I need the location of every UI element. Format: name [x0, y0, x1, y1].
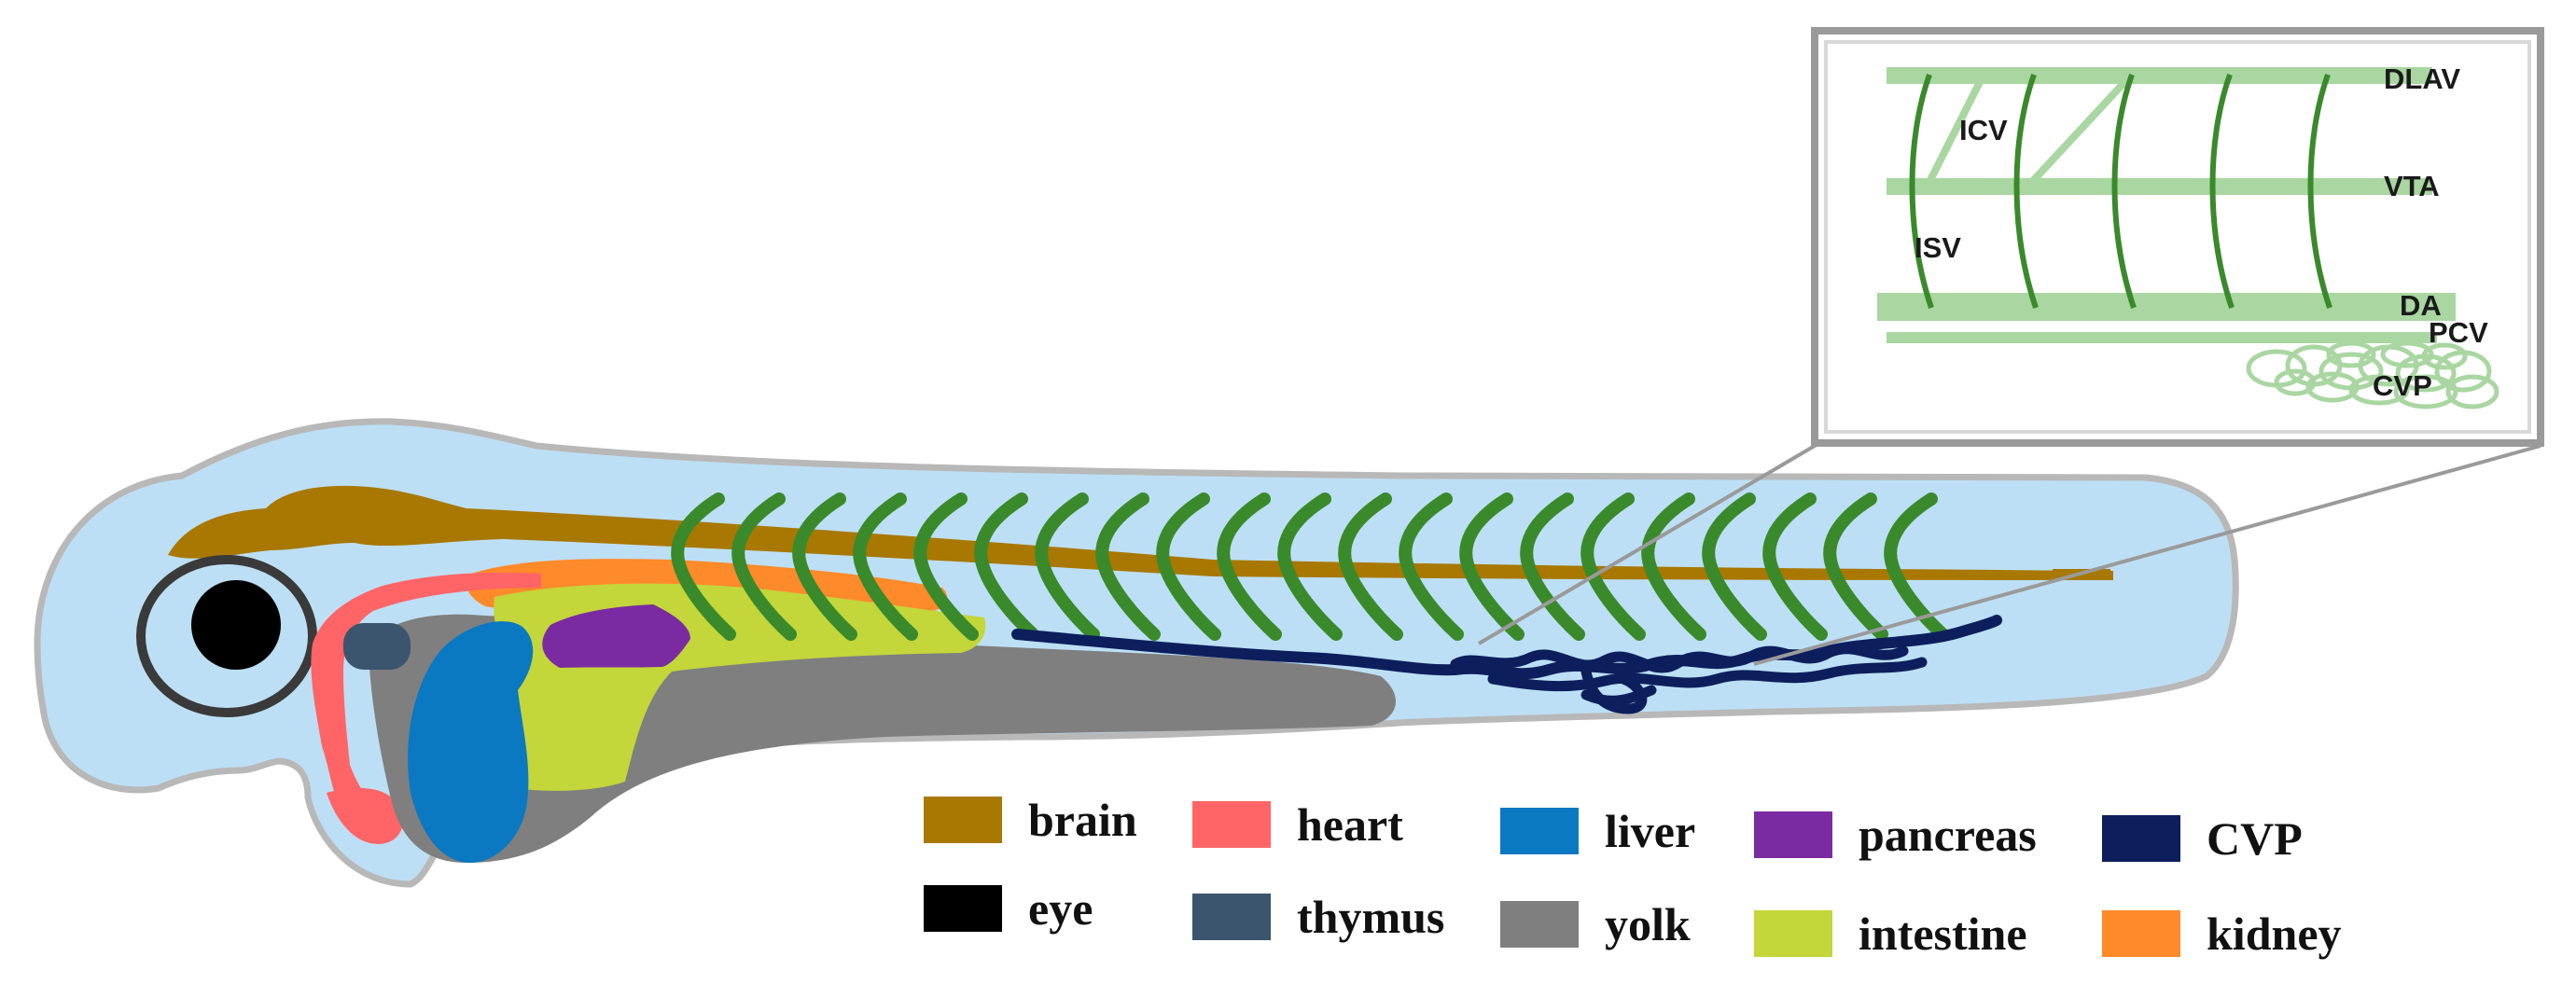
- caudal-vein: [1011, 615, 2002, 680]
- cvp-plexus: [1450, 644, 1928, 714]
- inset-cvp-loop: [2445, 374, 2499, 409]
- inset-isv-vessels: [1909, 73, 2332, 309]
- liver: [408, 621, 534, 863]
- isv-chevron: [731, 492, 797, 641]
- isv-chevron: [1520, 492, 1585, 641]
- intersegmental-vessels: [671, 492, 1949, 641]
- brain: [168, 485, 2113, 580]
- pcv-vessel: [1887, 332, 2437, 343]
- inset-isv: [2209, 73, 2235, 309]
- inset-cvp-loop: [2421, 342, 2468, 370]
- label-vta: VTA: [2384, 170, 2440, 202]
- isv-chevron: [1641, 492, 1706, 641]
- isv-chevron: [1580, 492, 1646, 641]
- label-isv: ISV: [1915, 231, 1961, 264]
- label-cvp: CVP: [2373, 369, 2432, 402]
- inset-leader-line: [1753, 444, 2541, 666]
- inset-cvp-loop: [2274, 368, 2317, 396]
- isv-chevron: [1762, 492, 1828, 641]
- isv-chevron: [671, 492, 736, 641]
- inset-cvp-loop: [2348, 374, 2410, 406]
- isv-chevron: [853, 492, 918, 641]
- isv-chevron: [1702, 492, 1767, 641]
- inset-isv: [2013, 73, 2039, 309]
- isv-chevron: [1277, 492, 1343, 641]
- inset-leader-line: [1477, 441, 1821, 645]
- inset-cvp-loop: [2380, 340, 2434, 368]
- inset-cvp-loops: [2246, 340, 2499, 409]
- label-icv: ICV: [1959, 114, 2008, 146]
- eye: [191, 580, 281, 670]
- isv-chevron: [1459, 492, 1525, 641]
- da-vessel: [1877, 293, 2456, 321]
- isv-chevron: [1823, 492, 1888, 641]
- inset-cvp-loop: [2326, 340, 2376, 368]
- isv-chevron: [1338, 492, 1403, 641]
- isv-chevron: [1035, 492, 1100, 641]
- eye-outline: [136, 555, 317, 717]
- isv-chevron: [913, 492, 979, 641]
- vascular-inset: DLAV ICV VTA ISV DA PCV CVP: [1811, 27, 2544, 447]
- inset-cvp-loop: [2393, 374, 2458, 409]
- icv-vessel: [1926, 75, 1986, 184]
- thymus: [343, 623, 411, 670]
- inset-isv: [1909, 73, 1934, 309]
- isv-chevron: [1217, 492, 1282, 641]
- isv-chevron: [792, 492, 857, 641]
- inset-cvp-loop: [2305, 371, 2360, 403]
- heart-lower: [327, 787, 404, 844]
- dlav-vessel: [1887, 67, 2432, 84]
- isv-chevron: [1156, 492, 1221, 641]
- icv-vessel: [2029, 76, 2130, 185]
- isv-chevron: [1095, 492, 1161, 641]
- isv-chevron: [1399, 492, 1464, 641]
- inset-isv: [2307, 73, 2332, 309]
- label-dlav: DLAV: [2384, 62, 2460, 95]
- inset-isv: [2111, 73, 2137, 309]
- pancreas: [542, 604, 690, 668]
- label-da: DA: [2400, 289, 2442, 322]
- inset-frame: [1811, 27, 2544, 447]
- label-pcv: PCV: [2429, 316, 2488, 349]
- isv-chevron: [974, 492, 1039, 641]
- vta-vessel: [1887, 178, 2432, 195]
